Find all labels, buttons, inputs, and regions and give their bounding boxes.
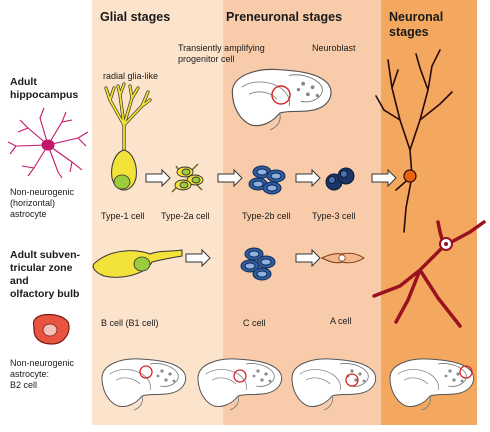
header-glial-stages: Glial stages — [100, 10, 171, 24]
hippocampal-neuron — [375, 49, 453, 233]
label-b2-astrocyte: Non-neurogenic astrocyte: B2 cell — [10, 358, 75, 390]
row-label-svz: Adult subven- tricular zone and olfactor… — [10, 249, 80, 300]
c-cells — [240, 247, 276, 281]
brain-icon-bottom-3 — [291, 358, 377, 411]
label-type-3-cell: Type-3 cell — [312, 211, 356, 221]
label-transiently-amplifying: Transiently amplifying progenitor cell — [178, 43, 265, 64]
arrow-icon — [295, 249, 321, 267]
b2-astrocyte — [32, 313, 70, 345]
label-type-2b-cell: Type-2b cell — [242, 211, 291, 221]
label-radial-glia-like: radial glia-like — [103, 71, 159, 81]
type-2a-cells — [171, 163, 204, 193]
type-1-cell — [104, 82, 152, 191]
label-b-cell: B cell (B1 cell) — [101, 318, 159, 328]
header-neuronal-stages: Neuronal stages — [389, 10, 444, 39]
brain-icon-bottom-2 — [197, 358, 283, 411]
label-type-2a-cell: Type-2a cell — [161, 211, 210, 221]
horizontal-astrocyte — [7, 107, 89, 179]
brain-icon-bottom-4 — [389, 358, 475, 411]
arrow-icon — [217, 169, 243, 187]
arrow-icon — [145, 169, 171, 187]
header-preneuronal-stages: Preneuronal stages — [226, 10, 343, 24]
type-3-cells — [325, 167, 355, 191]
arrow-icon — [185, 249, 211, 267]
label-neuroblast: Neuroblast — [312, 43, 356, 53]
row-label-hippocampus: Adult hippocampus — [10, 76, 79, 101]
glial-stage-band — [92, 0, 223, 425]
label-c-cell: C cell — [243, 318, 266, 328]
brain-icon-bottom-1 — [101, 358, 187, 411]
label-a-cell: A cell — [330, 316, 352, 326]
label-type-1-cell: Type-1 cell — [101, 211, 145, 221]
preneuronal-stage-band — [223, 0, 381, 425]
type-2b-cells — [248, 165, 286, 195]
a-cell — [320, 252, 365, 264]
label-horizontal-astrocyte: Non-neurogenic (horizontal) astrocyte — [10, 187, 75, 219]
arrow-icon — [371, 169, 397, 187]
arrow-icon — [295, 169, 321, 187]
b-cell — [92, 249, 183, 278]
olfactory-neuron — [372, 220, 486, 328]
brain-hippocampus-icon — [231, 68, 332, 131]
